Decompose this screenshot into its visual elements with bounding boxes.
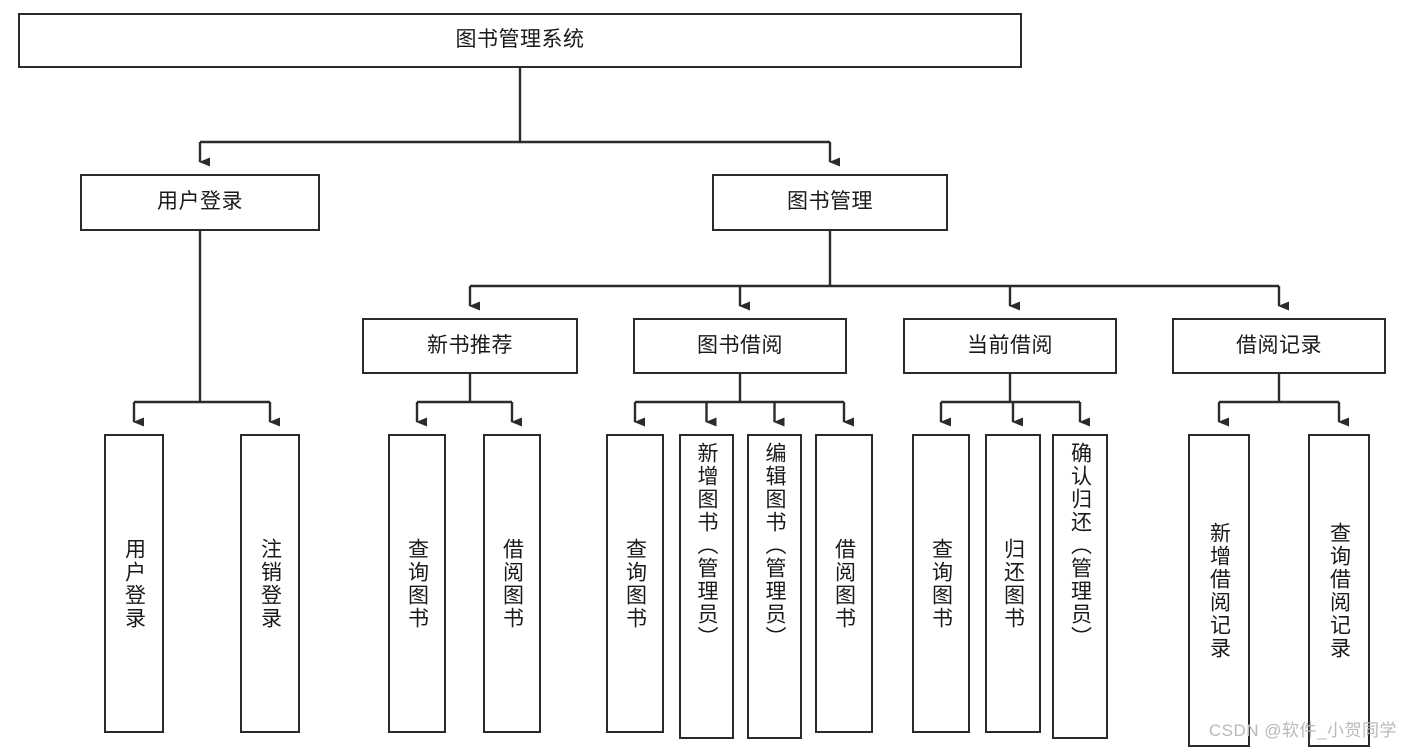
node-l-login[interactable]: 用户登录 (104, 434, 164, 733)
node-label: 借阅记录 (1236, 333, 1322, 357)
node-label: 注销登录 (258, 537, 282, 630)
node-label: 归还图书 (1001, 537, 1025, 630)
node-label: 查询图书 (405, 537, 429, 630)
node-l-confirm[interactable]: 确认归还（管理员） (1052, 434, 1108, 739)
watermark: CSDN @软件_小贺同学 (1208, 721, 1397, 740)
node-label: 当前借阅 (967, 333, 1053, 357)
node-root[interactable]: 图书管理系统 (18, 13, 1022, 68)
node-current[interactable]: 当前借阅 (903, 318, 1117, 374)
node-label: 用户登录 (122, 537, 146, 630)
node-label: 用户登录 (157, 190, 243, 214)
node-label: 确认归还（管理员） (1068, 442, 1092, 649)
node-label: 查询借阅记录 (1327, 521, 1351, 660)
node-l-query3[interactable]: 查询图书 (912, 434, 970, 733)
node-label: 编辑图书（管理员） (763, 442, 786, 649)
node-login[interactable]: 用户登录 (80, 174, 320, 231)
node-label: 查询图书 (623, 537, 647, 630)
node-l-add[interactable]: 新增图书（管理员） (679, 434, 734, 739)
node-l-borrow1[interactable]: 借阅图书 (483, 434, 541, 733)
node-l-return[interactable]: 归还图书 (985, 434, 1041, 733)
node-label: 新增借阅记录 (1207, 521, 1231, 660)
node-borrow[interactable]: 图书借阅 (633, 318, 847, 374)
node-label: 新增图书（管理员） (695, 442, 718, 649)
node-newbook[interactable]: 新书推荐 (362, 318, 578, 374)
node-records[interactable]: 借阅记录 (1172, 318, 1386, 374)
node-label: 查询图书 (929, 537, 953, 630)
node-l-edit[interactable]: 编辑图书（管理员） (747, 434, 802, 739)
node-l-borrow2[interactable]: 借阅图书 (815, 434, 873, 733)
node-l-query1[interactable]: 查询图书 (388, 434, 446, 733)
node-label: 借阅图书 (832, 537, 856, 630)
node-label: 图书借阅 (697, 333, 783, 357)
node-l-queryrec[interactable]: 查询借阅记录 (1308, 434, 1370, 747)
node-bookmgmt[interactable]: 图书管理 (712, 174, 948, 231)
node-label: 图书管理 (787, 190, 873, 214)
node-l-logout[interactable]: 注销登录 (240, 434, 300, 733)
node-l-addrec[interactable]: 新增借阅记录 (1188, 434, 1250, 747)
node-l-query2[interactable]: 查询图书 (606, 434, 664, 733)
node-label: 借阅图书 (500, 537, 524, 630)
node-label: 新书推荐 (427, 333, 513, 357)
node-label: 图书管理系统 (455, 28, 585, 52)
